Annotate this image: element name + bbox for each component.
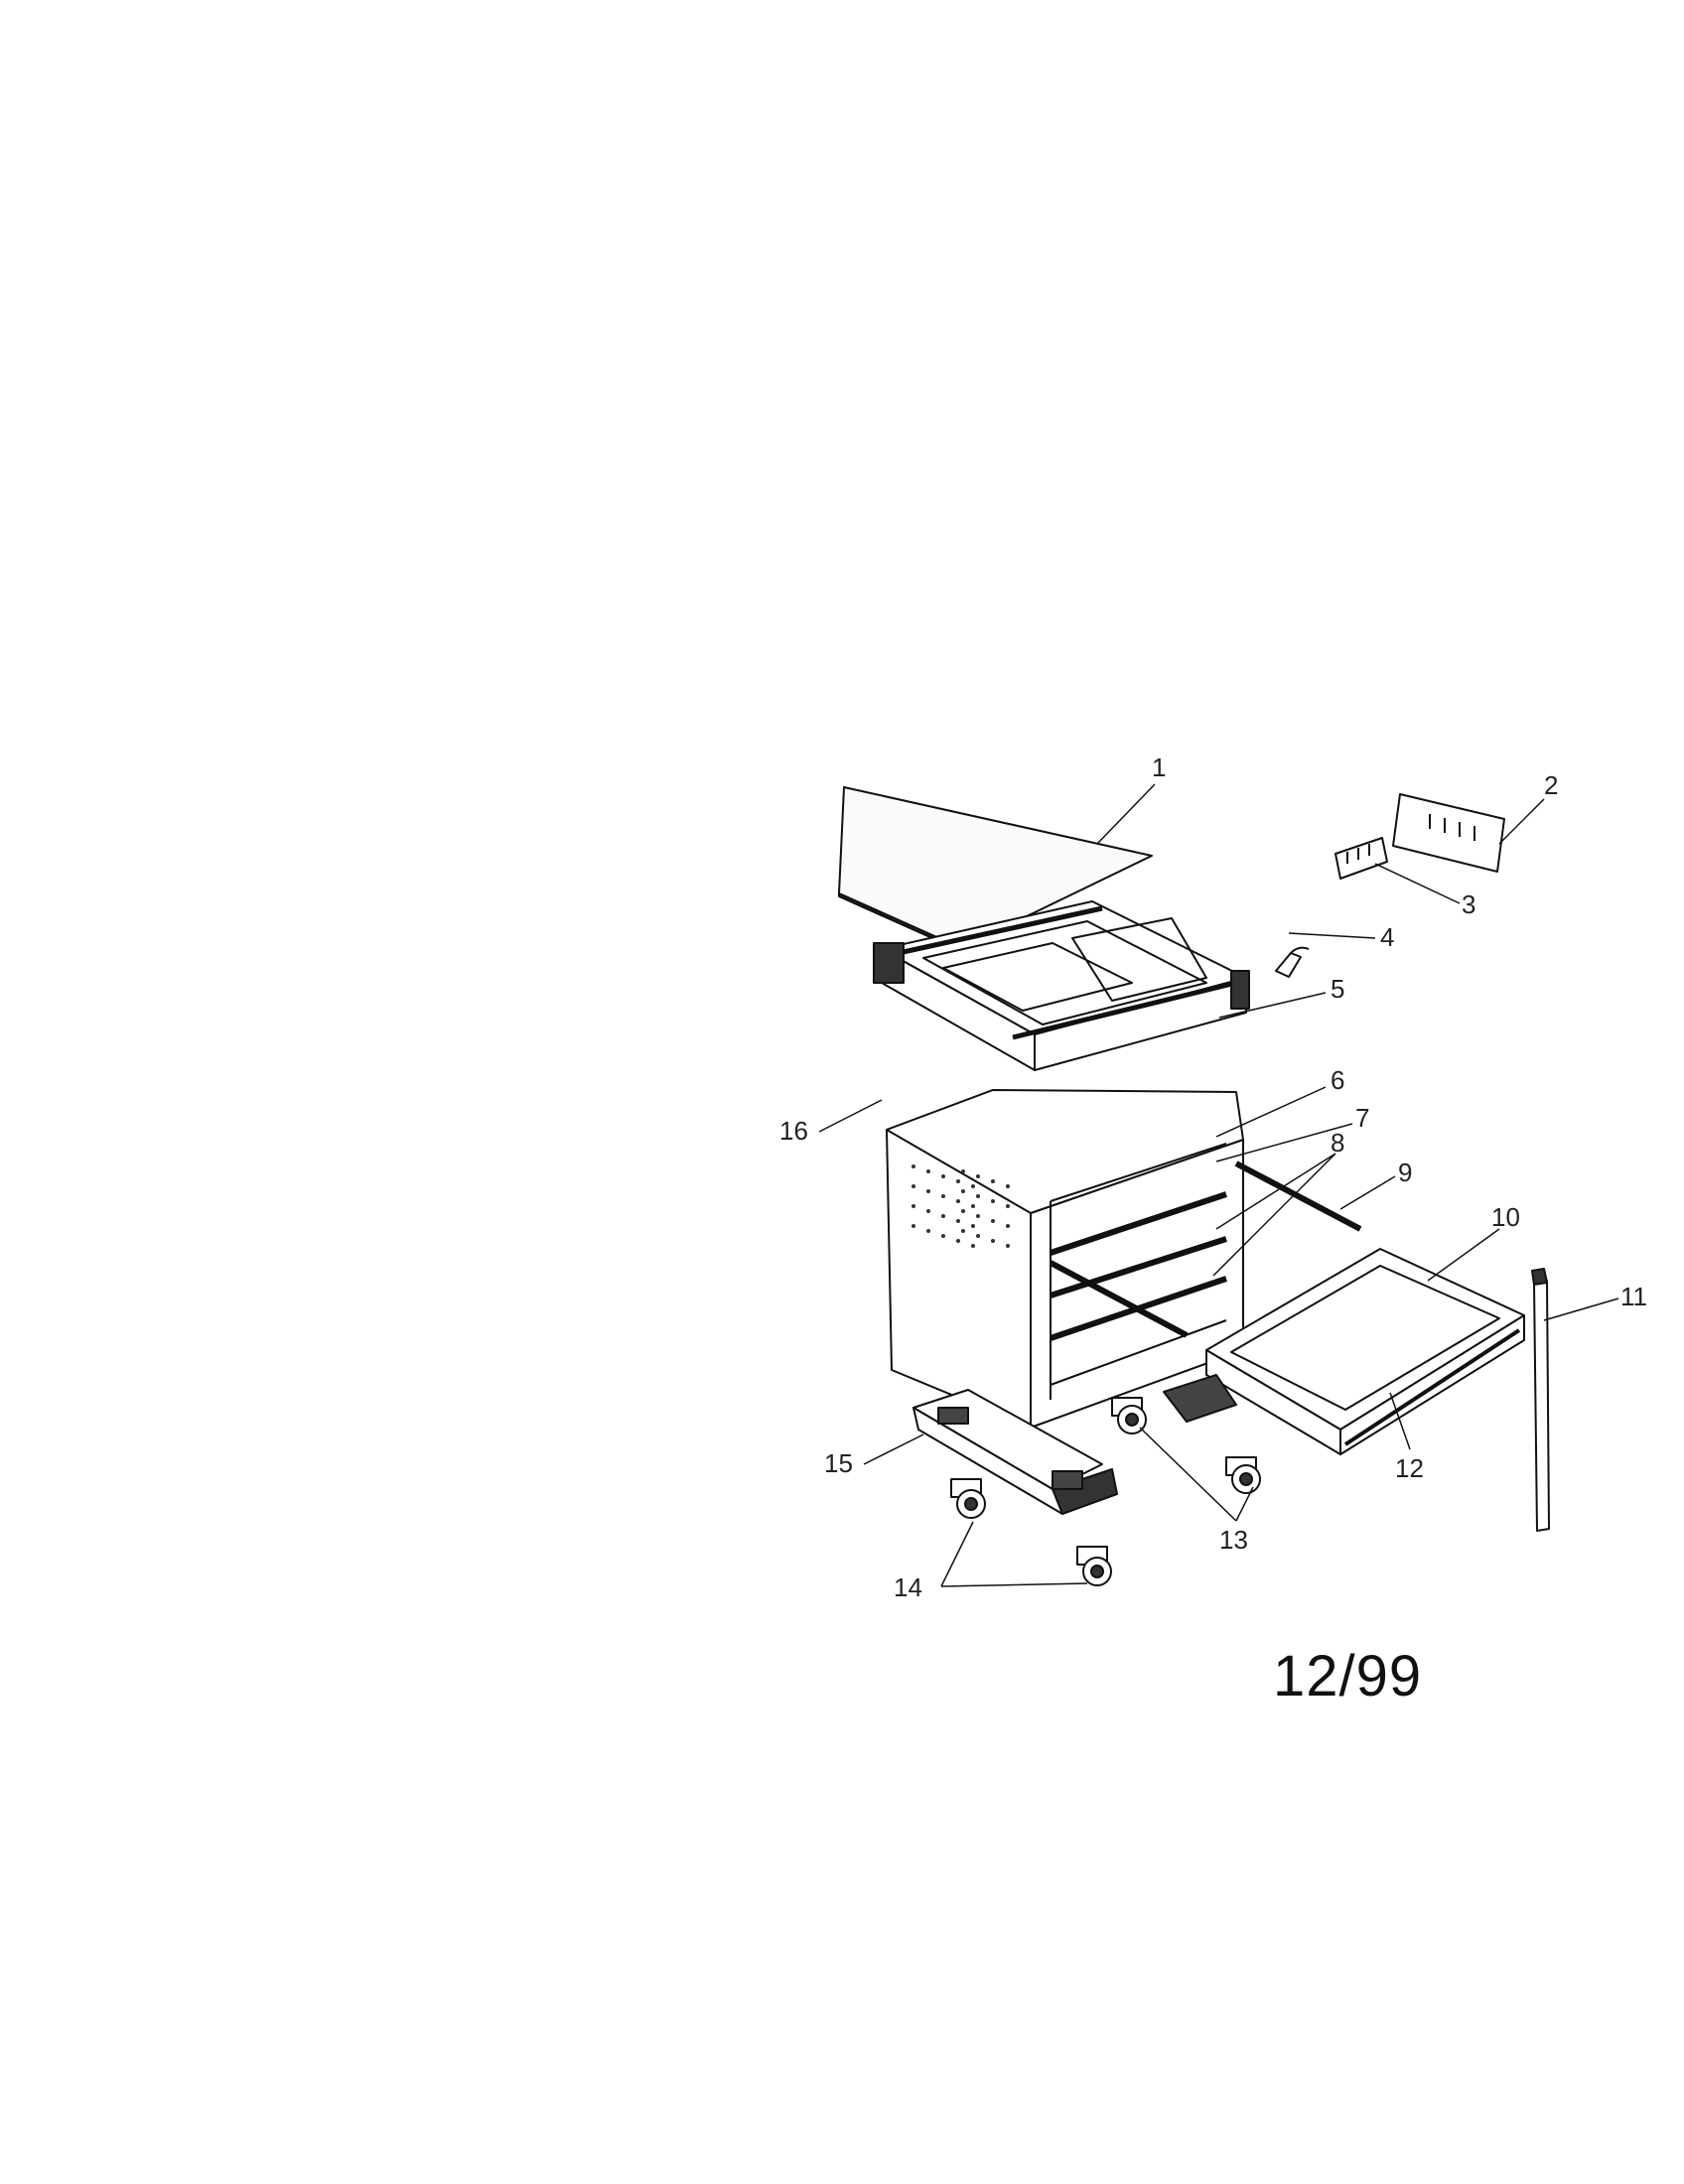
top-mat-part	[838, 786, 1153, 952]
callout-11: 11	[1620, 1282, 1647, 1311]
callout-12: 12	[1395, 1453, 1424, 1483]
callout-15: 15	[824, 1448, 853, 1478]
callout-8: 8	[1331, 1128, 1344, 1158]
callout-2: 2	[1544, 770, 1558, 800]
small-divider-part	[1334, 837, 1388, 880]
base-rail-left-part	[912, 1389, 1118, 1515]
callout-1: 1	[1152, 752, 1166, 782]
handle-bar-part	[1531, 1268, 1550, 1532]
callout-4: 4	[1380, 922, 1394, 952]
top-tray-part	[873, 900, 1250, 1071]
clip-part	[1275, 946, 1310, 978]
callout-10: 10	[1491, 1202, 1520, 1232]
caster-13b	[1225, 1456, 1261, 1494]
callout-14: 14	[894, 1572, 922, 1602]
leader-lines	[818, 783, 1619, 1587]
cabinet-body	[886, 1089, 1244, 1429]
revision-date: 12/99	[1273, 1644, 1423, 1708]
callout-6: 6	[1331, 1065, 1344, 1095]
divider-strip-part	[1392, 793, 1505, 873]
caster-13a	[1111, 1397, 1147, 1434]
callout-7: 7	[1355, 1103, 1369, 1133]
callout-13: 13	[1219, 1525, 1248, 1555]
caster-14a	[950, 1478, 986, 1519]
slide-rail-part	[1049, 1160, 1362, 1338]
callout-5: 5	[1331, 974, 1344, 1004]
base-rail-right-part	[1163, 1374, 1237, 1423]
caster-14b	[1076, 1546, 1112, 1586]
callout-16: 16	[779, 1116, 808, 1146]
callout-3: 3	[1462, 889, 1475, 919]
callout-9: 9	[1398, 1158, 1412, 1187]
drawer-part	[1205, 1248, 1525, 1455]
